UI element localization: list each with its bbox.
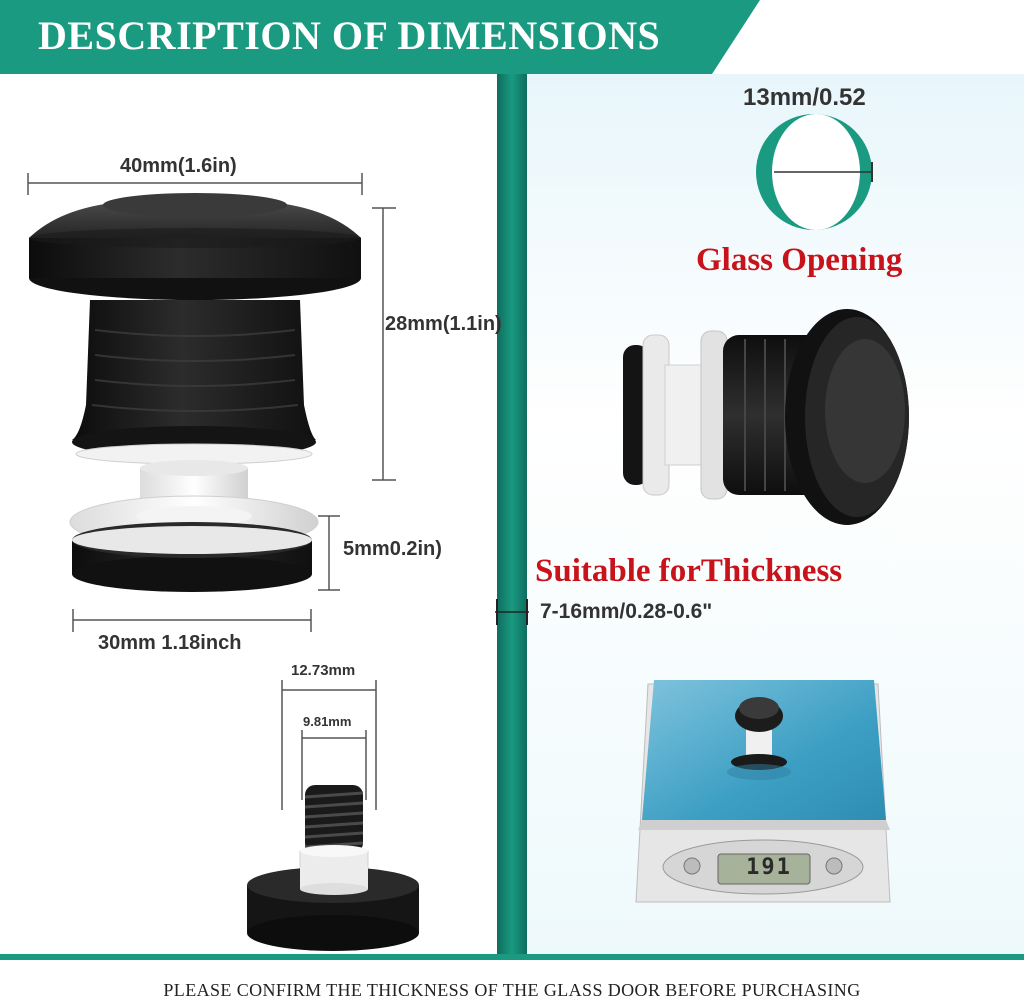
knob-dimension-drawing	[27, 173, 396, 810]
screw-inner-dimension-line	[301, 730, 367, 800]
base-width-dimension-line	[72, 609, 312, 632]
knob-cap-shape	[29, 193, 361, 300]
screw-base-drawing	[247, 785, 419, 951]
thickness-marker-line	[495, 599, 529, 625]
glass-opening-label: Glass Opening	[696, 242, 903, 278]
base-width-label: 30mm 1.18inch	[98, 632, 242, 654]
banner-title: DESCRIPTION OF DIMENSIONS	[38, 13, 661, 58]
base-washer-shape	[72, 522, 312, 592]
kitchen-scale-shape	[635, 680, 891, 903]
knob-body-shape	[72, 300, 316, 465]
header-banner	[0, 0, 760, 74]
opening-size-label: 13mm/0.52	[743, 84, 866, 111]
screw-inner-label: 9.81mm	[303, 714, 352, 729]
glass-opening-ring-shape	[756, 114, 873, 230]
top-width-dimension-line	[27, 173, 363, 195]
screw-outer-label: 12.73mm	[291, 662, 356, 679]
thickness-label: Suitable forThickness	[535, 553, 843, 589]
knob-side-view-shape	[623, 309, 909, 525]
scale-display-reading: 191	[746, 855, 792, 880]
base-thickness-dimension-line	[318, 515, 340, 591]
bottom-divider-line	[0, 954, 1024, 960]
thickness-range-label: 7-16mm/0.28-0.6"	[540, 600, 713, 623]
screw-outer-dimension-line	[281, 680, 377, 810]
vertical-divider-bar	[497, 74, 527, 954]
height-label: 28mm(1.1in)	[385, 313, 502, 335]
footer-notice: PLEASE CONFIRM THE THICKNESS OF THE GLAS…	[163, 980, 861, 1000]
base-thickness-label: 5mm0.2in)	[343, 538, 442, 560]
top-width-label: 40mm(1.6in)	[120, 155, 237, 177]
height-dimension-line	[372, 207, 396, 481]
